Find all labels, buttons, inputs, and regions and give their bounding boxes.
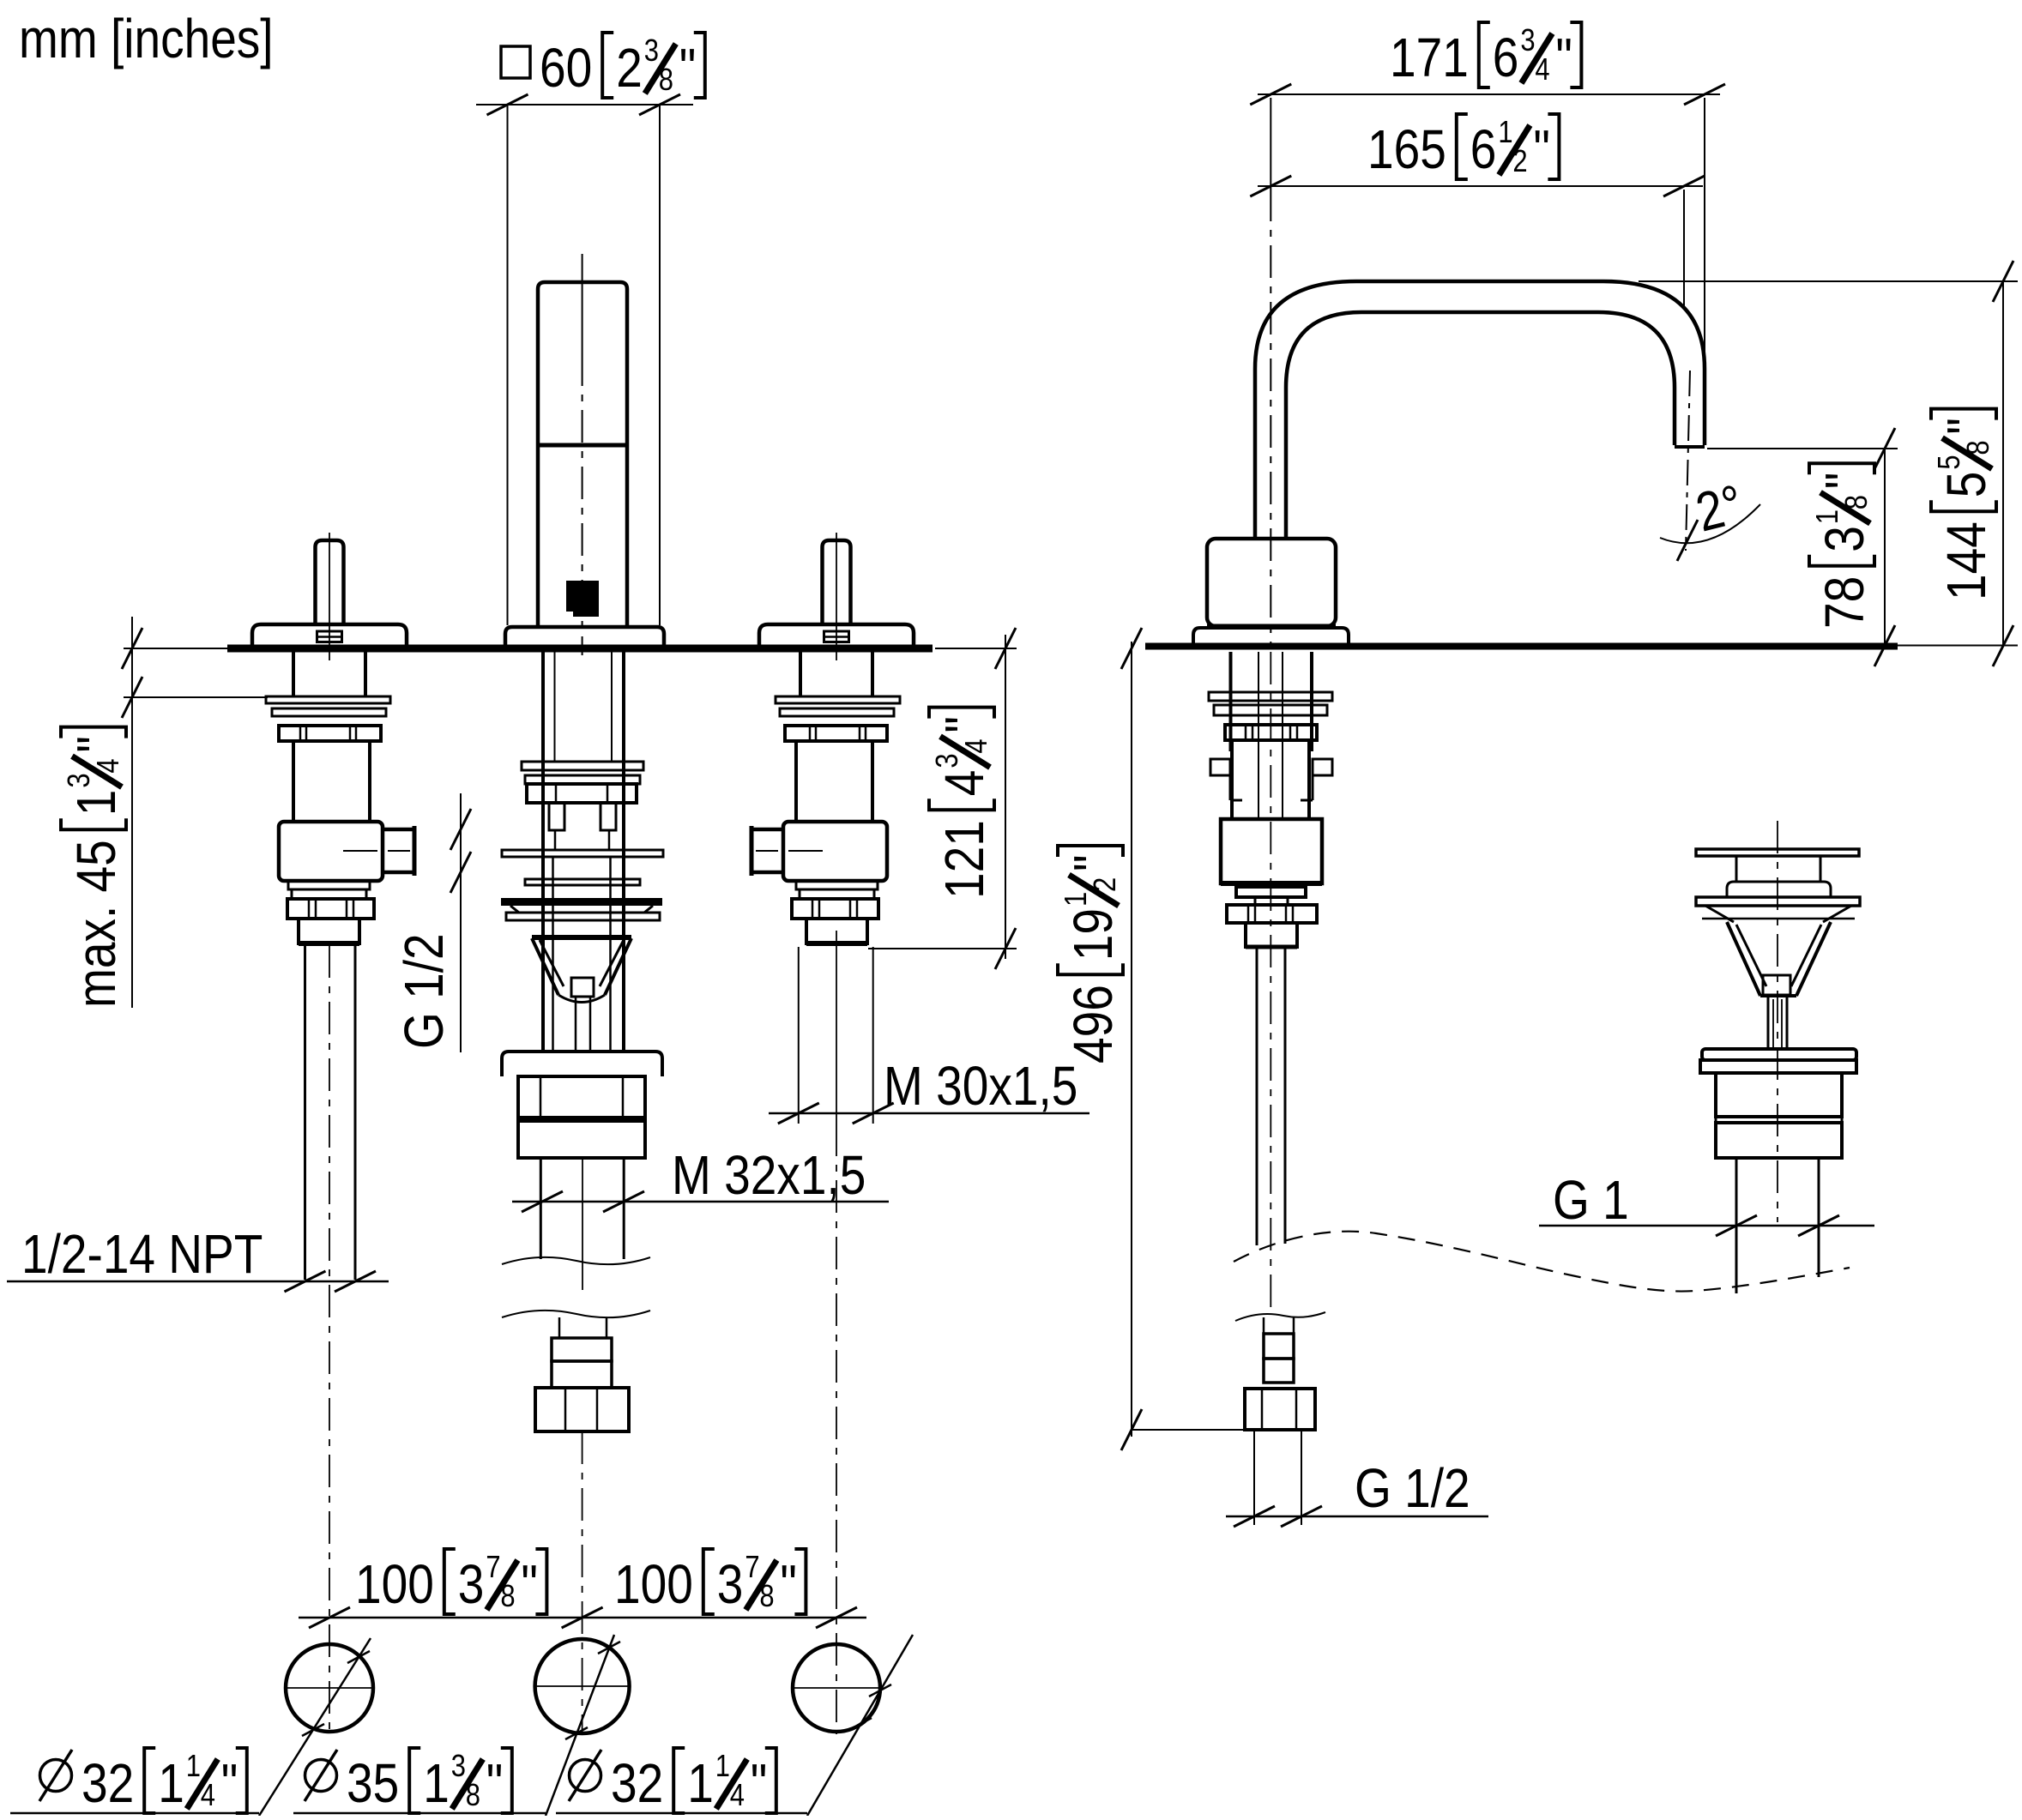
svg-text:G 1: G 1 <box>1553 1169 1629 1231</box>
svg-text:3: 3 <box>458 1553 485 1615</box>
svg-text:4: 4 <box>1535 53 1549 87</box>
svg-text:32: 32 <box>611 1752 663 1814</box>
svg-text:1: 1 <box>1811 509 1845 524</box>
svg-text:8: 8 <box>466 1779 480 1813</box>
svg-text:": " <box>1533 118 1550 180</box>
svg-text:5: 5 <box>1935 472 1997 498</box>
svg-text:1: 1 <box>1498 116 1512 150</box>
svg-text:32: 32 <box>81 1752 134 1814</box>
svg-text:60: 60 <box>540 37 592 99</box>
svg-text:3: 3 <box>1520 24 1535 58</box>
svg-text:78: 78 <box>1814 576 1875 629</box>
svg-text:M 32x1,5: M 32x1,5 <box>672 1144 866 1206</box>
svg-text:6: 6 <box>1493 27 1519 88</box>
svg-text:": " <box>486 1752 504 1814</box>
svg-text:3: 3 <box>644 34 659 69</box>
svg-text:8: 8 <box>1962 440 1996 455</box>
svg-text:": " <box>1814 473 1875 490</box>
svg-text:8: 8 <box>759 1580 774 1614</box>
svg-text:171: 171 <box>1390 27 1469 88</box>
svg-text:7: 7 <box>745 1551 759 1585</box>
svg-text:7: 7 <box>486 1551 500 1585</box>
svg-text:1: 1 <box>158 1752 184 1814</box>
svg-text:4: 4 <box>960 738 994 753</box>
svg-text:1: 1 <box>687 1752 714 1814</box>
svg-text:": " <box>751 1752 768 1814</box>
svg-text:1: 1 <box>423 1752 450 1814</box>
svg-text:496: 496 <box>1062 985 1124 1064</box>
svg-text:": " <box>780 1553 797 1615</box>
svg-text:8: 8 <box>659 63 673 98</box>
svg-text:": " <box>65 736 127 753</box>
svg-text:2: 2 <box>1512 145 1527 179</box>
svg-text:3: 3 <box>1814 526 1875 552</box>
svg-text:4: 4 <box>730 1779 745 1813</box>
svg-text:19: 19 <box>1062 908 1124 961</box>
svg-text:max. 45: max. 45 <box>65 840 127 1008</box>
svg-text:4: 4 <box>933 770 995 797</box>
svg-text:6: 6 <box>1470 118 1497 180</box>
svg-text:2: 2 <box>616 37 643 99</box>
svg-text:121: 121 <box>933 820 995 899</box>
svg-text:": " <box>933 716 995 733</box>
svg-text:5: 5 <box>1933 455 1967 469</box>
svg-text:": " <box>679 37 697 99</box>
svg-text:144: 144 <box>1935 521 1997 600</box>
svg-text:1: 1 <box>1059 892 1094 907</box>
svg-text:G 1/2: G 1/2 <box>1355 1457 1470 1519</box>
svg-text:2: 2 <box>1089 877 1123 892</box>
svg-text:100: 100 <box>355 1553 434 1615</box>
svg-text:3: 3 <box>63 773 97 787</box>
svg-text:1: 1 <box>715 1750 730 1784</box>
svg-text:100: 100 <box>614 1553 693 1615</box>
svg-text:8: 8 <box>1840 495 1874 509</box>
svg-text:1: 1 <box>186 1750 201 1784</box>
svg-text:3: 3 <box>717 1553 744 1615</box>
svg-text:3: 3 <box>451 1750 466 1784</box>
svg-text:mm [inches]: mm [inches] <box>19 8 274 69</box>
svg-text:4: 4 <box>92 758 126 773</box>
svg-text:": " <box>221 1752 238 1814</box>
svg-text:1: 1 <box>65 790 127 817</box>
svg-text:4: 4 <box>201 1779 215 1813</box>
svg-text:8: 8 <box>500 1580 515 1614</box>
svg-text:M 30x1,5: M 30x1,5 <box>884 1055 1077 1117</box>
svg-text:165: 165 <box>1367 118 1446 180</box>
svg-text:35: 35 <box>347 1752 399 1814</box>
svg-text:": " <box>521 1553 538 1615</box>
svg-text:1/2-14 NPT: 1/2-14 NPT <box>21 1223 263 1285</box>
svg-text:G 1/2: G 1/2 <box>393 933 455 1049</box>
svg-text:": " <box>1062 854 1124 871</box>
svg-text:3: 3 <box>931 753 965 768</box>
svg-text:": " <box>1935 418 1997 435</box>
svg-text:": " <box>1555 27 1572 88</box>
